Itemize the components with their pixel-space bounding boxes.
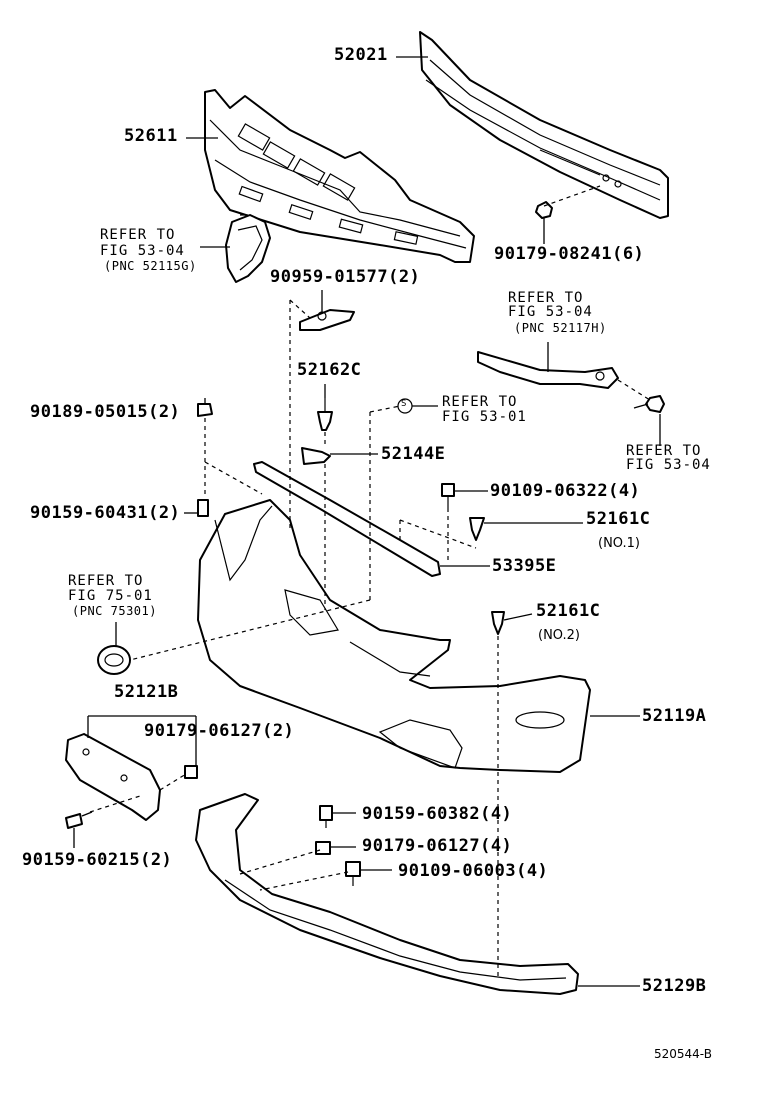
leader-lines [73,56,661,987]
clip-52161c-no1 [469,517,485,541]
bumper-cover-52119a [197,499,591,773]
label-52161c-no2: 52161C [536,601,601,621]
label-90109-06003: 90109-06003(4) [398,861,549,881]
screw-90159-60382 [319,805,333,828]
nut-90179-06127-b [315,841,331,855]
label-refer-5304-a-line2: FIG 53-04 [100,243,185,259]
nut-90189-05015 [197,403,213,417]
label-90179-06127-a: 90179-06127(2) [144,721,295,741]
bracket-52144e [301,447,331,465]
alignment-lines [89,185,651,980]
bolt-90109-06322 [441,483,455,508]
screw-90159-60215 [65,813,83,829]
spoiler-52129b [195,793,579,995]
clip-90959-01577 [299,309,355,331]
label-90109-06322: 90109-06322(4) [490,481,641,501]
label-no2: (NO.2) [538,628,580,643]
label-circle-s: S [401,399,407,409]
label-refer-5304-a-line1: REFER TO [100,227,176,243]
label-90159-60382: 90159-60382(4) [362,804,513,824]
label-52611: 52611 [124,126,178,146]
label-90159-60431: 90159-60431(2) [30,503,181,523]
label-refer-7501-line2: FIG 75-01 [68,588,153,604]
s-marker [397,398,413,414]
label-52121b: 52121B [114,682,179,702]
bolt-90109-06003 [345,861,361,886]
label-refer-5304-b-line2: FIG 53-04 [508,304,593,320]
strip-53395e [253,461,441,577]
bracket-52117h [477,342,619,389]
label-52129b: 52129B [642,976,707,996]
label-refer-7501-line1: REFER TO [68,573,144,589]
label-90159-60215: 90159-60215(2) [22,850,173,870]
nut-90179-06127-a [184,765,198,779]
label-refer-5304-c-line2: FIG 53-04 [626,457,711,473]
bracket-52115g [225,214,271,283]
clip-52161c-no2 [491,611,505,635]
label-52021: 52021 [334,45,388,65]
label-refer-5304-b-line1: REFER TO [508,290,584,306]
clip-52162c [317,398,333,431]
label-refer-5301-line2: FIG 53-01 [442,409,527,425]
reinforcement-52021 [419,31,669,219]
label-90189-05015: 90189-05015(2) [30,402,181,422]
label-refer-7501-line3: (PNC 75301) [72,604,157,618]
label-90179-06127-b: 90179-06127(4) [362,836,513,856]
label-90179-08241: 90179-08241(6) [494,244,645,264]
drawing-code: 520544-B [654,1047,712,1061]
label-53395e: 53395E [492,556,557,576]
label-52162c: 52162C [297,360,362,380]
emblem-75301 [97,645,131,675]
bracket-52121b [65,733,161,821]
label-52144e: 52144E [381,444,446,464]
screw-90159-60431 [197,499,209,517]
label-no1: (NO.1) [598,536,640,551]
absorber-52611 [204,89,475,263]
label-52161c-no1: 52161C [586,509,651,529]
label-refer-5304-a-line3: (PNC 52115G) [104,259,197,273]
label-refer-5304-c-line1: REFER TO [626,443,702,459]
label-refer-5301-line1: REFER TO [442,394,518,410]
label-90959-01577: 90959-01577(2) [270,267,421,287]
label-52119a: 52119A [642,706,707,726]
nut-90179-08241 [535,201,553,219]
nut-refer-53-04-c [645,395,665,413]
label-refer-5304-b-line3: (PNC 52117H) [514,321,607,335]
